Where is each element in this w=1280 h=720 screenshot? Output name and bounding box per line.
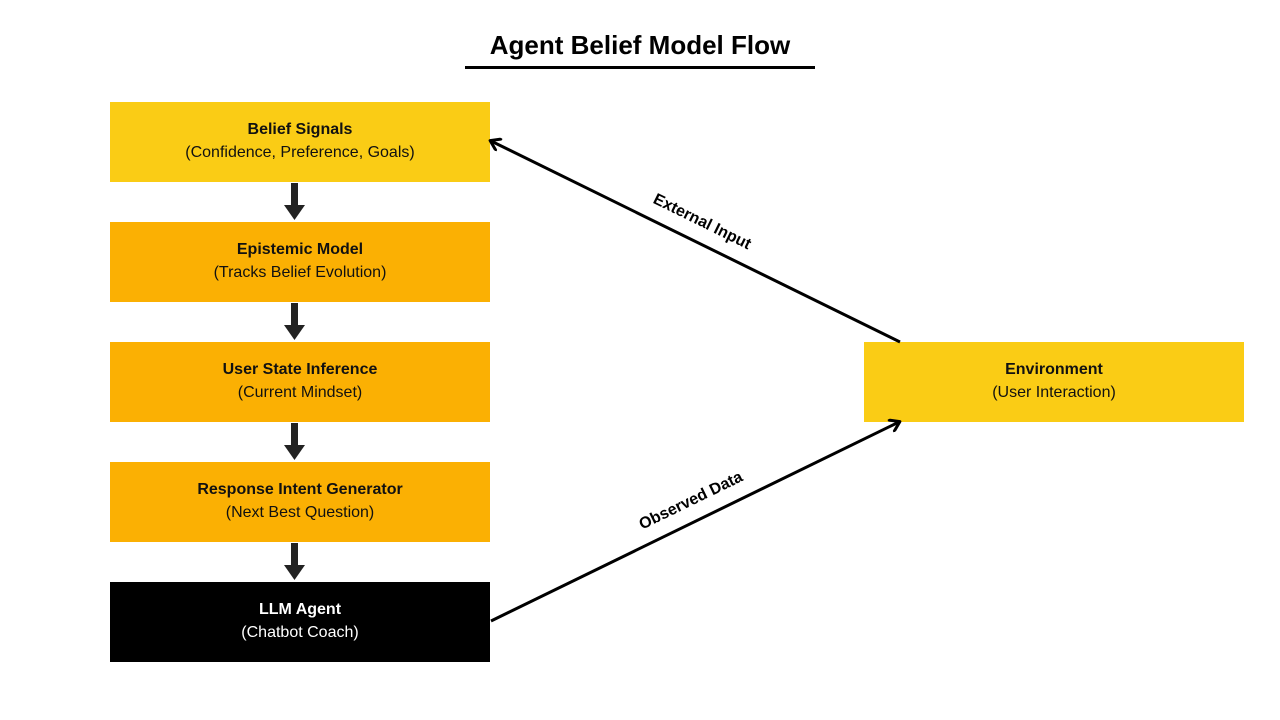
edge-response-intent-generator-to-llm-agent	[284, 543, 305, 580]
edge-belief-signals-to-epistemic-model	[284, 183, 305, 220]
node-user-state-inference-subtitle: (Current Mindset)	[237, 384, 363, 401]
edge-epistemic-model-to-user-state-inference	[284, 303, 305, 340]
node-environment-subtitle: (User Interaction)	[992, 384, 1116, 401]
edge-llm-agent-to-environment: Observed Data	[490, 422, 899, 623]
node-user-state-inference: User State Inference (Current Mindset)	[110, 342, 490, 422]
node-belief-signals: Belief Signals (Confidence, Preference, …	[110, 102, 490, 182]
node-environment: Environment (User Interaction)	[864, 342, 1244, 422]
title-underline	[465, 66, 815, 69]
node-user-state-inference-title: User State Inference	[222, 361, 378, 378]
node-belief-signals-title: Belief Signals	[247, 121, 353, 138]
node-epistemic-model-title: Epistemic Model	[236, 241, 364, 258]
diagram-title: Agent Belief Model Flow	[489, 30, 791, 60]
node-epistemic-model-subtitle: (Tracks Belief Evolution)	[213, 264, 387, 281]
node-belief-signals-subtitle: (Confidence, Preference, Goals)	[185, 144, 415, 161]
node-llm-agent: LLM Agent (Chatbot Coach)	[110, 582, 490, 662]
node-llm-agent-subtitle: (Chatbot Coach)	[241, 624, 359, 641]
edge-environment-to-belief-signals: External Input	[491, 141, 901, 344]
node-epistemic-model: Epistemic Model (Tracks Belief Evolution…	[110, 222, 490, 302]
node-environment-title: Environment	[1005, 361, 1103, 378]
node-llm-agent-title: LLM Agent	[258, 601, 342, 618]
node-response-intent-generator: Response Intent Generator (Next Best Que…	[110, 462, 490, 542]
node-response-intent-generator-title: Response Intent Generator	[197, 481, 403, 498]
edge-user-state-inference-to-response-intent-generator	[284, 423, 305, 460]
node-response-intent-generator-subtitle: (Next Best Question)	[225, 504, 375, 521]
